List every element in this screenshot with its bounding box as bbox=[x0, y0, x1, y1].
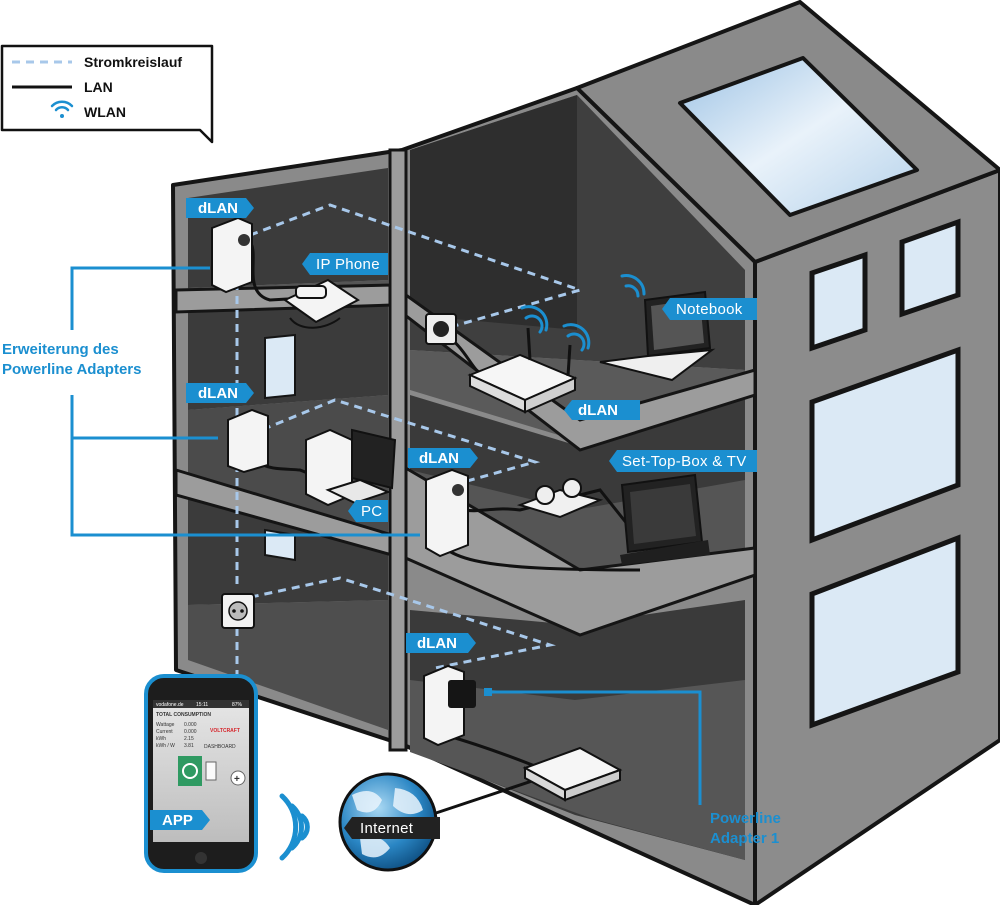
dlan-adapter-1 bbox=[423, 664, 476, 747]
power-icon bbox=[182, 763, 198, 779]
house-side-wall bbox=[753, 168, 1000, 905]
phone-value-rows: Wattage 0.000 Current 0.000 kWh 2.15 kWh… bbox=[156, 722, 197, 749]
skylight-window bbox=[678, 56, 919, 217]
tag-internet: Internet bbox=[344, 817, 440, 839]
wall-socket-ground bbox=[221, 593, 255, 629]
tag-label: Set-Top-Box & TV bbox=[622, 453, 747, 470]
tag-dlan-ground: dLAN bbox=[406, 633, 476, 653]
phone-row-value: 2.15 bbox=[184, 736, 194, 742]
tag-label: dLAN bbox=[578, 402, 618, 419]
tag-label: dLAN bbox=[198, 385, 238, 402]
tag-pc: PC bbox=[348, 500, 388, 522]
legend-label: LAN bbox=[84, 79, 113, 95]
side-windows bbox=[809, 218, 961, 729]
set-top-box-and-tv bbox=[516, 473, 710, 565]
tag-set-top-box: Set-Top-Box & TV bbox=[609, 450, 757, 472]
phone-status-time: 15:11 bbox=[196, 702, 208, 708]
add-icon[interactable] bbox=[230, 770, 246, 786]
dlan-adapter-tv-room bbox=[425, 468, 469, 558]
extension-label-line1: Erweiterung des bbox=[2, 341, 119, 358]
tag-label: APP bbox=[162, 812, 193, 829]
phone-row-label: kWh bbox=[156, 736, 166, 742]
adapter-callout bbox=[484, 690, 702, 805]
power-circuit-lines bbox=[235, 203, 586, 700]
tag-app: APP bbox=[150, 810, 210, 830]
phone-dashboard-label[interactable]: DASHBOARD bbox=[204, 744, 236, 750]
ip-phone bbox=[283, 278, 360, 329]
dlan-adapter-attic bbox=[211, 216, 253, 294]
modem bbox=[522, 746, 623, 802]
tag-label: IP Phone bbox=[316, 256, 380, 273]
adapter-label-line1: Powerline bbox=[710, 810, 781, 827]
legend-label: Stromkreislauf bbox=[84, 54, 182, 70]
phone-total-consumption: TOTAL CONSUMPTION bbox=[156, 712, 211, 718]
dlan-adapter-pc-room bbox=[227, 408, 269, 474]
desktop-pc bbox=[305, 428, 397, 507]
tag-notebook: Notebook bbox=[662, 298, 757, 320]
adapter-label-line2: Adapter 1 bbox=[710, 830, 779, 847]
tag-dlan-attic: dLAN bbox=[186, 198, 254, 218]
wlan-router bbox=[467, 327, 578, 414]
wall-socket-upper bbox=[425, 313, 457, 345]
phone-row-label: Wattage bbox=[156, 722, 175, 728]
phone-row-label: Current bbox=[156, 729, 173, 735]
tag-label: PC bbox=[361, 503, 382, 520]
phone-row-value: 3.81 bbox=[184, 743, 194, 749]
phone-wifi-icon bbox=[279, 793, 310, 861]
tag-label: dLAN bbox=[419, 450, 459, 467]
home-button-icon[interactable] bbox=[195, 852, 207, 864]
wifi-icon bbox=[520, 274, 646, 352]
tag-dlan-router: dLAN bbox=[564, 400, 640, 420]
smartphone: vodafone.de 15:11 87% TOTAL CONSUMPTION … bbox=[144, 674, 258, 873]
extension-label-line2: Powerline Adapters bbox=[2, 361, 141, 378]
phone-row-value: 0.000 bbox=[184, 722, 197, 728]
extension-callout bbox=[70, 266, 420, 537]
svg-text:+: + bbox=[234, 774, 240, 785]
phone-status-carrier: vodafone.de bbox=[156, 702, 184, 708]
phone-row-label: kWh / W bbox=[156, 743, 175, 749]
tag-dlan-tv-room: dLAN bbox=[408, 448, 478, 468]
legend: Stromkreislauf LAN WLAN bbox=[0, 44, 214, 144]
phone-status-battery: 87% bbox=[232, 702, 243, 708]
phone-row-value: 0.000 bbox=[184, 729, 197, 735]
legend-label: WLAN bbox=[84, 104, 126, 120]
phone-brand: VOLTCRAFT bbox=[210, 728, 240, 734]
phone-power-button[interactable] bbox=[178, 756, 202, 786]
legend-wifi-icon bbox=[50, 100, 74, 118]
tag-label: Internet bbox=[360, 820, 414, 837]
tag-dlan-pc-room: dLAN bbox=[186, 383, 254, 403]
tag-label: dLAN bbox=[417, 635, 457, 652]
tag-label: Notebook bbox=[676, 301, 743, 318]
tag-ip-phone: IP Phone bbox=[302, 253, 388, 275]
tag-label: dLAN bbox=[198, 200, 238, 217]
